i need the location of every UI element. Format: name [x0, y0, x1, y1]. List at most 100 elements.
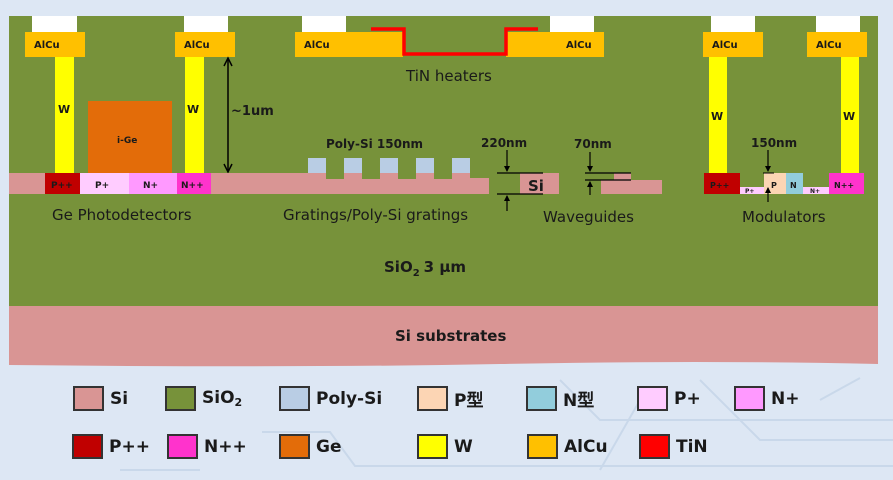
pad-opening	[302, 16, 346, 32]
legend-label: N+	[771, 388, 800, 409]
arrow-head-up	[223, 56, 233, 67]
arrow-head-down	[504, 166, 510, 172]
region-label: P+	[745, 188, 754, 195]
w-via	[709, 57, 727, 173]
region-label: P++	[710, 181, 729, 190]
legend-label: N++	[204, 436, 247, 457]
w-label: W	[711, 110, 723, 123]
arrow-head-up	[587, 181, 593, 187]
n-type-region	[786, 173, 803, 194]
pad-opening	[32, 16, 77, 32]
legend-item-sio2: SiO2	[165, 386, 242, 411]
swatch-p-plus	[637, 386, 668, 411]
legend-item-n-plusplus: N++	[167, 434, 247, 459]
section-label-heaters: TiN heaters	[405, 67, 492, 85]
legend-label: Si	[110, 388, 129, 409]
swatch-p-type	[417, 386, 448, 411]
p-plusplus-region	[45, 173, 80, 194]
swatch-n-plusplus	[167, 434, 198, 459]
n-plus-region	[803, 187, 829, 194]
thickness-label: 150nm	[751, 136, 797, 150]
legend-item-si: Si	[73, 386, 128, 411]
legend-label: N型	[563, 391, 595, 411]
background-circuit-pattern	[120, 377, 893, 471]
si-grating-slab	[211, 167, 489, 194]
n-plus-region	[129, 173, 177, 194]
alcu-metal	[25, 32, 85, 57]
waveguides: 220nm Si 70nm Waveguides	[481, 136, 662, 226]
si-strip-waveguide	[520, 173, 559, 194]
legend-item-p-plusplus: P++	[72, 434, 150, 459]
legend: Si SiO2 Poly-Si P型 N型 P+ N+ P++ N++ Ge W…	[0, 378, 893, 478]
region-label: N+	[810, 188, 820, 195]
poly-si-tooth	[380, 158, 398, 173]
region-label: P+	[95, 181, 109, 191]
si-label: Si	[528, 177, 544, 195]
swatch-ge	[279, 434, 310, 459]
w-label: W	[58, 103, 70, 116]
pad-opening	[184, 16, 228, 32]
legend-label: Ge	[316, 436, 342, 457]
n-plusplus-region	[829, 173, 864, 194]
swatch-p-plusplus	[72, 434, 103, 459]
w-label: W	[843, 110, 855, 123]
w-via	[185, 57, 204, 173]
legend-item-ge: Ge	[279, 434, 341, 459]
alcu-metal	[295, 32, 403, 57]
arrow-head-up	[504, 195, 510, 201]
legend-label: P++	[109, 436, 150, 457]
legend-label: AlCu	[564, 436, 608, 457]
section-label-photodetectors: Ge Photodetectors	[52, 206, 192, 224]
poly-si-tooth	[308, 158, 326, 173]
region-label: P++	[51, 181, 73, 191]
legend-item-w: W	[417, 434, 473, 459]
poly-si-tooth	[416, 158, 434, 173]
poly-si-tooth	[452, 158, 470, 173]
legend-label: P+	[674, 388, 701, 409]
swatch-tin	[639, 434, 670, 459]
swatch-poly-si	[279, 386, 310, 411]
legend-item-alcu: AlCu	[527, 434, 608, 459]
p-plus-region	[740, 187, 764, 194]
pad-opening	[816, 16, 860, 32]
alcu-label: AlCu	[712, 40, 738, 51]
tin-heater-trace	[371, 27, 538, 56]
alcu-label: AlCu	[566, 40, 592, 51]
legend-item-poly-si: Poly-Si	[279, 386, 382, 411]
alcu-metal	[506, 32, 604, 57]
section-label-modulators: Modulators	[742, 208, 826, 226]
legend-label: W	[454, 436, 473, 457]
pad-opening	[711, 16, 755, 32]
poly-si-tooth	[344, 158, 362, 173]
alcu-metal	[807, 32, 867, 57]
legend-item-p-plus: P+	[637, 386, 701, 411]
modulator: AlCu AlCu W W P++ P+ P N N+ N++ 150nm Mo…	[703, 16, 867, 226]
w-via	[841, 57, 859, 173]
legend-item-n-type: N型	[526, 386, 594, 411]
si-rib-waveguide	[601, 173, 662, 194]
pad-opening	[550, 16, 594, 32]
legend-label: P型	[454, 391, 484, 411]
region-label: P	[771, 181, 777, 190]
arrow-head-down	[765, 166, 771, 172]
section-label-waveguides: Waveguides	[543, 208, 634, 226]
alcu-label: AlCu	[184, 40, 210, 51]
height-annotation: ~1um	[231, 104, 274, 119]
p-plusplus-region	[704, 173, 740, 194]
legend-item-p-type: P型	[417, 386, 483, 411]
swatch-si	[73, 386, 104, 411]
swatch-n-type	[526, 386, 557, 411]
ge-absorber	[88, 101, 172, 173]
legend-item-tin: TiN	[639, 434, 708, 459]
region-label: N+	[143, 181, 158, 191]
ge-label: i-Ge	[117, 136, 137, 146]
arrow-head-down	[223, 163, 233, 174]
arrow-head-down	[587, 166, 593, 172]
swatch-alcu	[527, 434, 558, 459]
alcu-metal	[175, 32, 235, 57]
swatch-n-plus	[734, 386, 765, 411]
p-type-region	[764, 173, 786, 194]
gratings: Poly-Si 150nm Gratings/Poly-Si gratings	[211, 137, 489, 224]
